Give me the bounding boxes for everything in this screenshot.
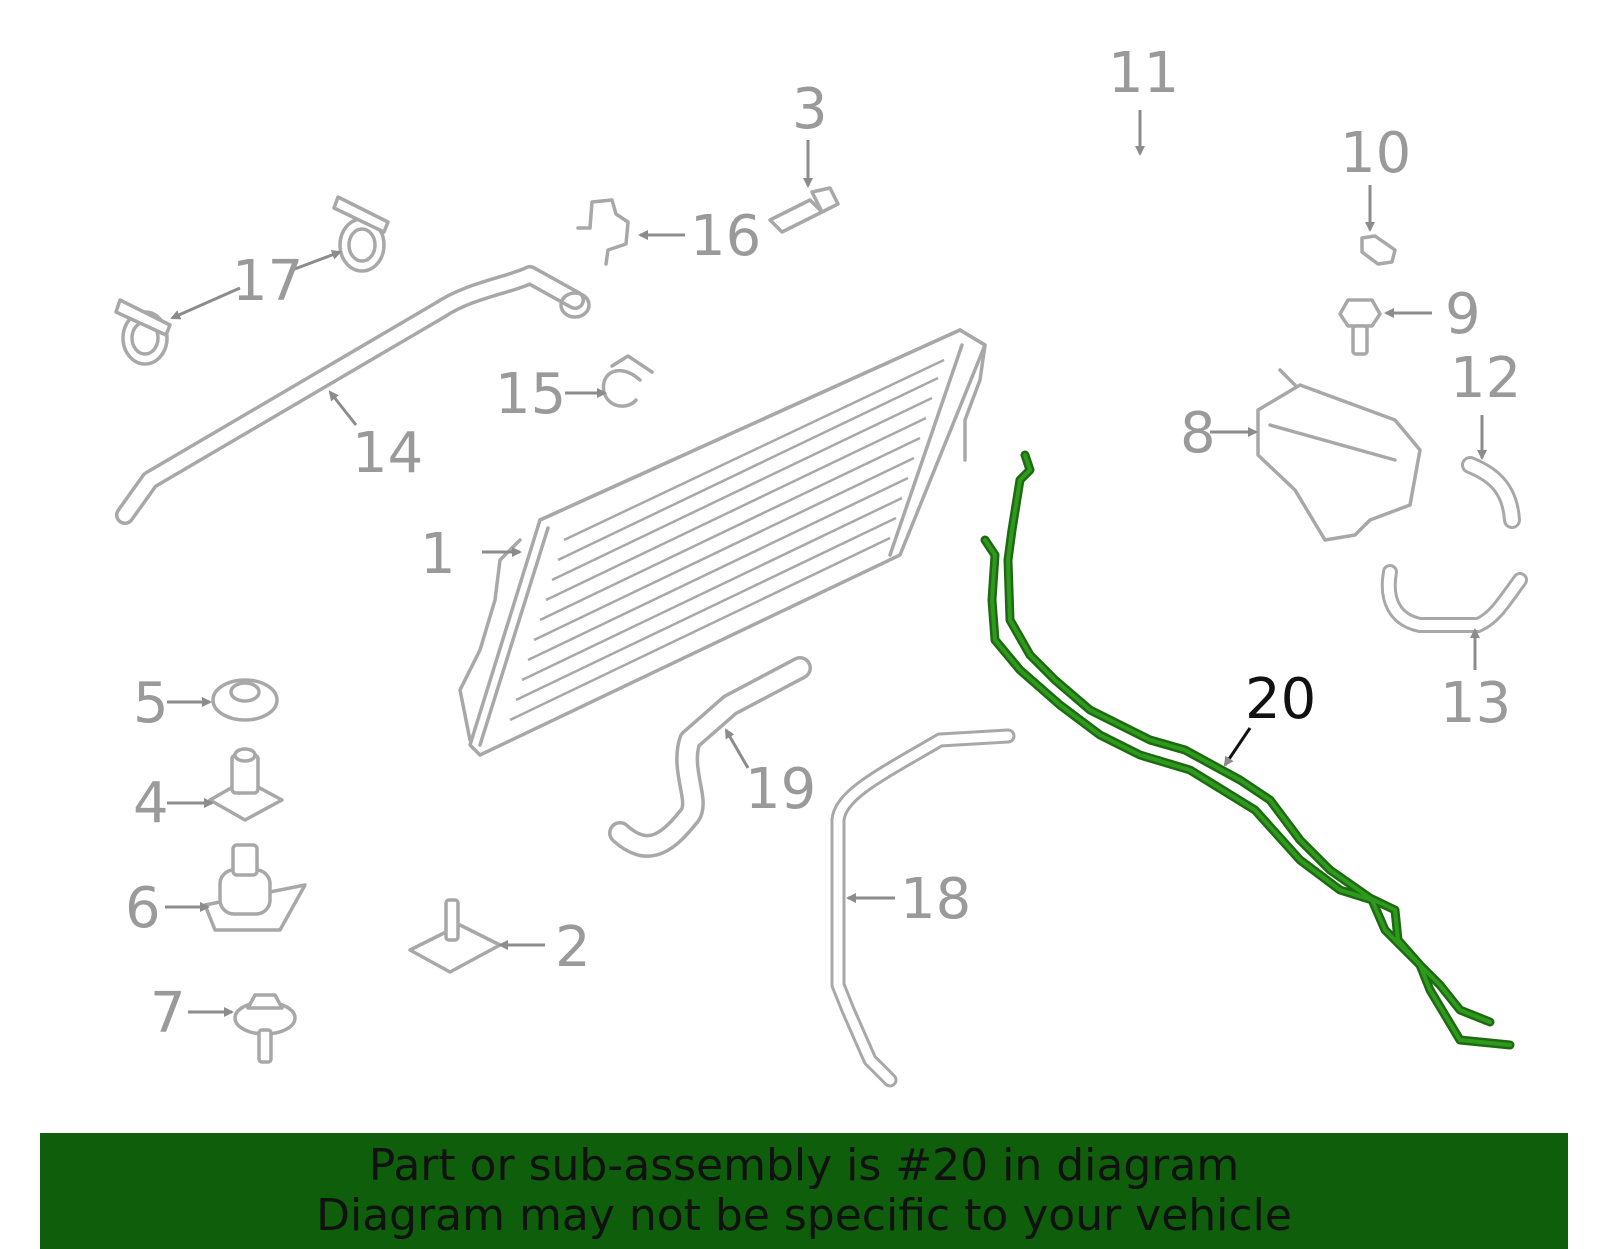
leader-arrows bbox=[165, 110, 1487, 1017]
callout-7: 7 bbox=[150, 981, 186, 1046]
callout-5: 5 bbox=[133, 671, 169, 736]
part-10-clip bbox=[1360, 234, 1397, 266]
callout-20: 20 bbox=[1245, 667, 1316, 732]
callout-17: 17 bbox=[232, 249, 303, 314]
part-9-bolt bbox=[1338, 298, 1382, 356]
part-18-tube bbox=[830, 728, 1016, 1088]
callout-14: 14 bbox=[352, 421, 423, 486]
part-7-bolt bbox=[233, 993, 297, 1064]
part-2-stud bbox=[408, 898, 502, 974]
part-11-hose bbox=[884, 54, 1303, 271]
callout-15: 15 bbox=[495, 362, 566, 427]
part-3-fitting bbox=[768, 186, 840, 234]
part-15-clip bbox=[601, 354, 654, 408]
callout-4: 4 bbox=[133, 771, 169, 836]
part-4-mount bbox=[208, 747, 284, 822]
callout-3: 3 bbox=[792, 77, 828, 142]
part-17-clamps bbox=[114, 195, 390, 366]
callout-11: 11 bbox=[1108, 41, 1179, 106]
part-1-radiator bbox=[458, 328, 987, 757]
part-16-clip bbox=[576, 198, 630, 266]
callout-12: 12 bbox=[1450, 346, 1521, 411]
callout-10: 10 bbox=[1340, 121, 1411, 186]
part-19-hose bbox=[608, 656, 812, 858]
info-banner: Part or sub-assembly is #20 in diagram D… bbox=[40, 1133, 1568, 1249]
part-13-hose bbox=[1380, 564, 1528, 633]
part-12-hose bbox=[1461, 456, 1521, 529]
callout-1: 1 bbox=[420, 522, 456, 587]
banner-line-2: Diagram may not be specific to your vehi… bbox=[316, 1190, 1292, 1241]
callout-16: 16 bbox=[690, 204, 761, 269]
callout-8: 8 bbox=[1180, 401, 1216, 466]
banner-line-1: Part or sub-assembly is #20 in diagram bbox=[368, 1140, 1240, 1191]
callout-9: 9 bbox=[1445, 282, 1481, 347]
part-6-mount bbox=[203, 843, 307, 932]
callout-6: 6 bbox=[125, 876, 161, 941]
part-14-tube bbox=[115, 265, 591, 525]
part-8-reservoir bbox=[1256, 368, 1422, 542]
callout-19: 19 bbox=[745, 757, 816, 822]
callout-18: 18 bbox=[900, 867, 971, 932]
callout-2: 2 bbox=[555, 915, 591, 980]
callout-13: 13 bbox=[1440, 671, 1511, 736]
part-5-washer bbox=[211, 678, 279, 722]
part-20-cooler-lines bbox=[980, 450, 1515, 1050]
